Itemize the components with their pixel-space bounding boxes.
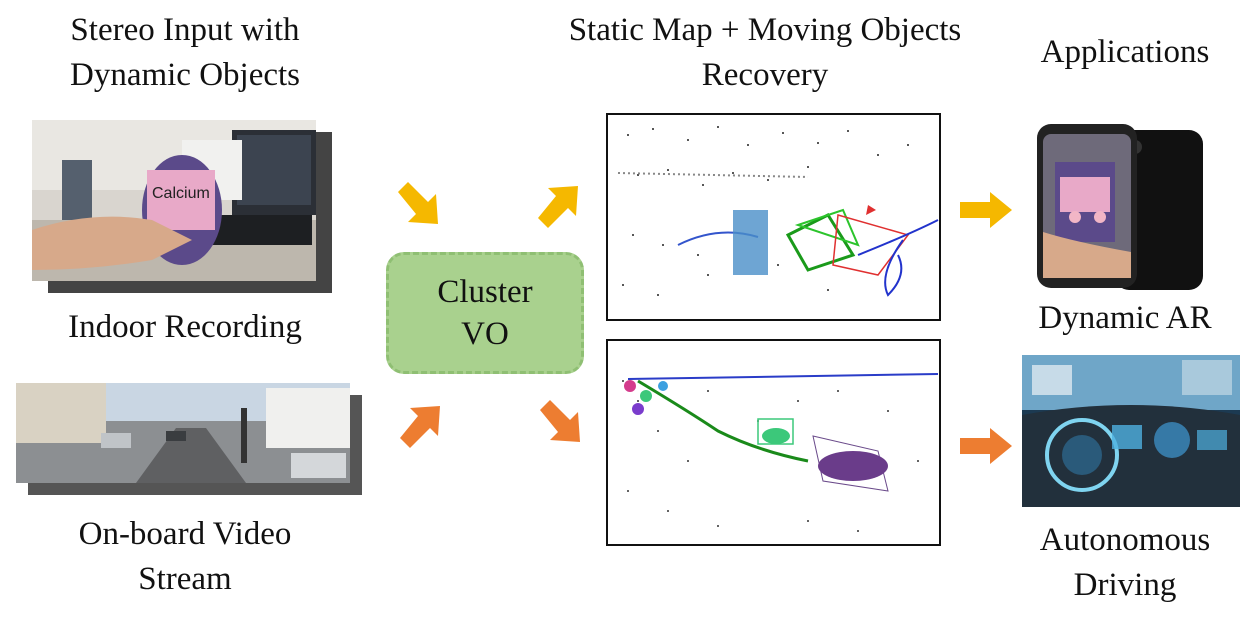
autonomous-caption-line2: Driving — [1073, 567, 1177, 603]
smartphone-image — [1035, 122, 1205, 292]
indoor-caption: Indoor Recording — [68, 309, 302, 345]
center-line1: Cluster — [437, 274, 533, 310]
input-title: Stereo Input with Dynamic Objects — [30, 8, 340, 98]
indoor-photo-icon: Calcium — [32, 120, 332, 293]
indoor-map-panel — [606, 113, 941, 321]
onboard-caption-line2: Stream — [138, 561, 232, 597]
autonomous-caption-line1: Autonomous — [1039, 522, 1211, 558]
street-map-panel — [606, 339, 941, 546]
car-dashboard-image — [1022, 355, 1240, 507]
input-title-line2: Dynamic Objects — [69, 57, 301, 93]
arrow-street-to-vo — [400, 406, 440, 448]
indoor-photo-stack: Calcium — [32, 120, 332, 295]
car-dashboard-icon — [1022, 355, 1240, 507]
center-line2: VO — [461, 316, 509, 352]
arrow-vo-to-map-top — [538, 186, 578, 228]
dynamic-ar-caption: Dynamic AR — [1038, 300, 1212, 336]
street-map-render — [622, 373, 939, 532]
arrow-to-autonomous-driving — [960, 428, 1012, 464]
autonomous-caption: Autonomous Driving — [1010, 518, 1240, 608]
smartphone-icon — [1037, 124, 1203, 290]
onboard-caption-line1: On-board Video — [78, 516, 292, 552]
map-title: Static Map + Moving Objects Recovery — [530, 8, 1000, 98]
onboard-caption: On-board Video Stream — [30, 512, 340, 602]
cluster-vo-box: Cluster VO — [386, 252, 584, 374]
arrow-vo-to-map-bottom — [540, 400, 580, 442]
input-title-line1: Stereo Input with — [70, 12, 300, 48]
arrow-to-dynamic-ar — [960, 192, 1012, 228]
map-title-line2: Recovery — [701, 57, 829, 93]
bottle-label: Calcium — [152, 185, 210, 202]
street-photo-icon — [16, 383, 362, 495]
indoor-map-render — [617, 126, 939, 297]
map-title-line1: Static Map + Moving Objects — [568, 12, 962, 48]
street-photo-stack — [16, 383, 362, 495]
applications-title: Applications — [1040, 34, 1210, 70]
arrow-indoor-to-vo — [398, 182, 438, 224]
